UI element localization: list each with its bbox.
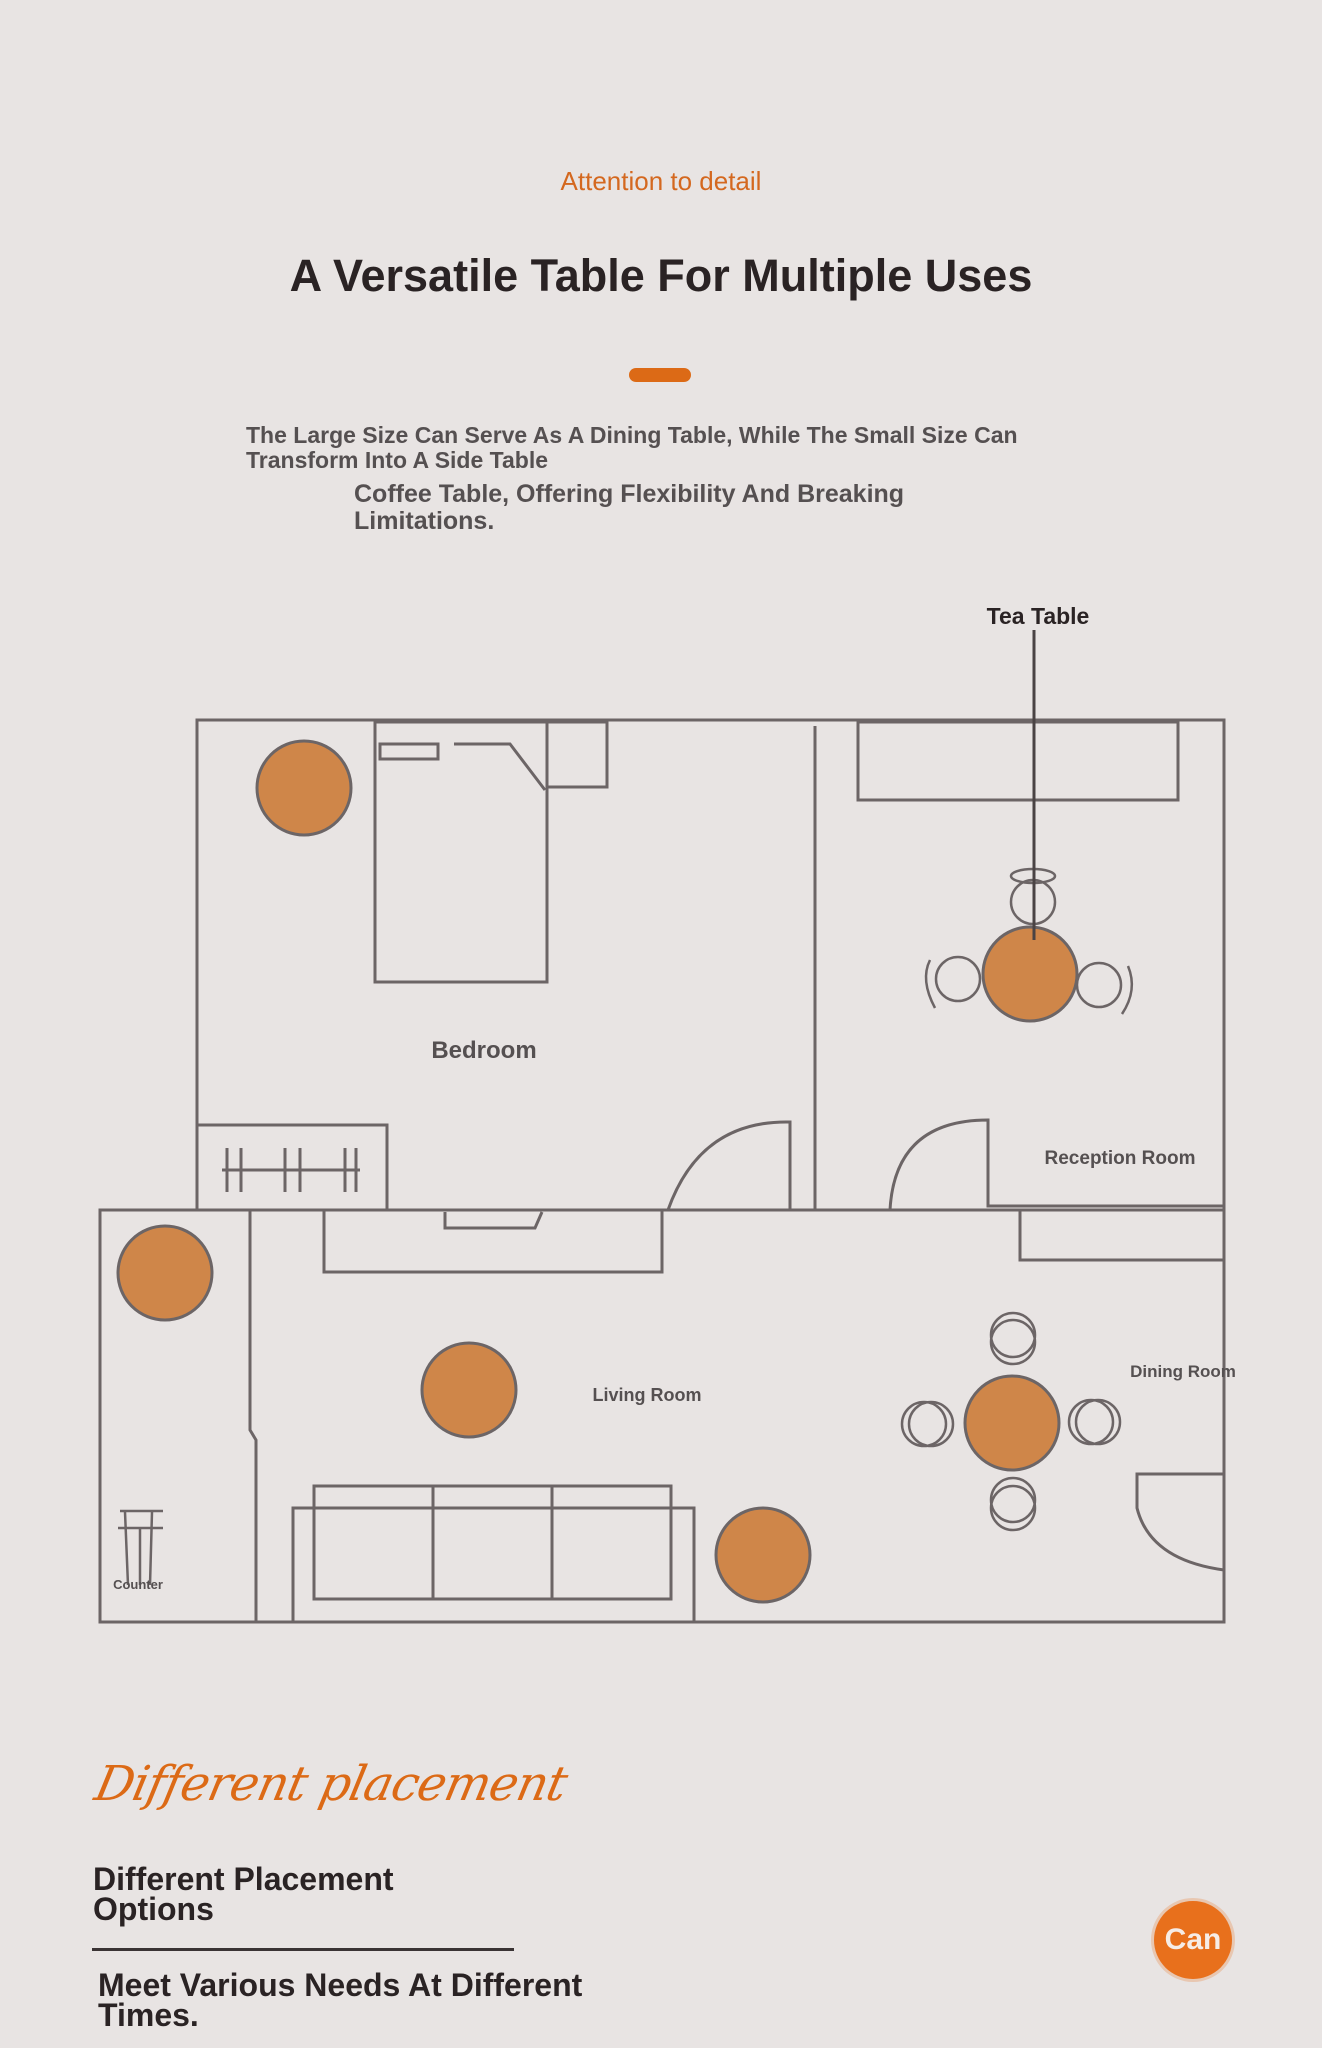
dining-chair-right-back [1074,1398,1122,1446]
eyebrow-text: Attention to detail [560,166,762,196]
reception-door [888,1118,1224,1211]
accent-divider [629,368,691,382]
table-living [420,1341,518,1439]
table-counter [116,1224,214,1322]
wardrobe-hangers [222,1148,360,1192]
label-reception-room: Reception Room [1045,1148,1196,1169]
floor-plan: Tea Table Bedroom Reception Room Living … [98,603,1236,1624]
reception-chair-right [1075,961,1123,1009]
label-bedroom: Bedroom [431,1037,536,1064]
sofa-frame [291,1506,696,1622]
dining-chair-bottom [989,1476,1037,1524]
dining-chair-left-back [900,1400,948,1448]
reception-chair-left [934,955,982,1003]
bedroom-outer-wall [195,718,1226,1210]
tv-unit [443,1211,544,1230]
nightstand [545,720,609,789]
counter-stool [118,1509,163,1586]
dining-door [1135,1472,1225,1572]
needs-heading: Meet Various Needs At Different Times. [98,1967,583,2033]
dining-chair-bottom-back [989,1484,1037,1532]
placement-heading: Different Placement Options [93,1861,394,1927]
script-heading: Different placement [90,1756,572,1812]
side-cabinet [1018,1208,1226,1262]
reception-chair-right-back [1120,965,1134,1015]
counter-partition [248,1210,258,1622]
living-outer-wall [98,1208,1226,1624]
pillow-left [378,742,440,761]
table-dining [963,1374,1061,1472]
bed [373,720,549,984]
description-line-2: Coffee Table, Offering Flexibility And B… [354,480,905,535]
table-side [714,1506,812,1604]
tv-console [322,1210,664,1274]
bedroom-door [666,1120,792,1211]
label-living-room: Living Room [593,1385,702,1405]
page-title: A Versatile Table For Multiple Uses [289,250,1033,301]
pillow-right [454,742,547,791]
reception-cabinet [856,720,1180,802]
table-reception [981,925,1079,1023]
table-bedroom [255,739,353,837]
footer-divider [92,1948,514,1951]
dining-chair-top-back [989,1311,1037,1359]
reception-chair-left-back [924,959,937,1009]
can-badge[interactable]: Can [1154,1901,1232,1979]
sofa-back [312,1484,673,1601]
callout-tea-table: Tea Table [987,603,1090,629]
description-line-1: The Large Size Can Serve As A Dining Tab… [246,422,1018,473]
label-dining-room: Dining Room [1130,1362,1236,1381]
label-counter: Counter [113,1577,163,1592]
